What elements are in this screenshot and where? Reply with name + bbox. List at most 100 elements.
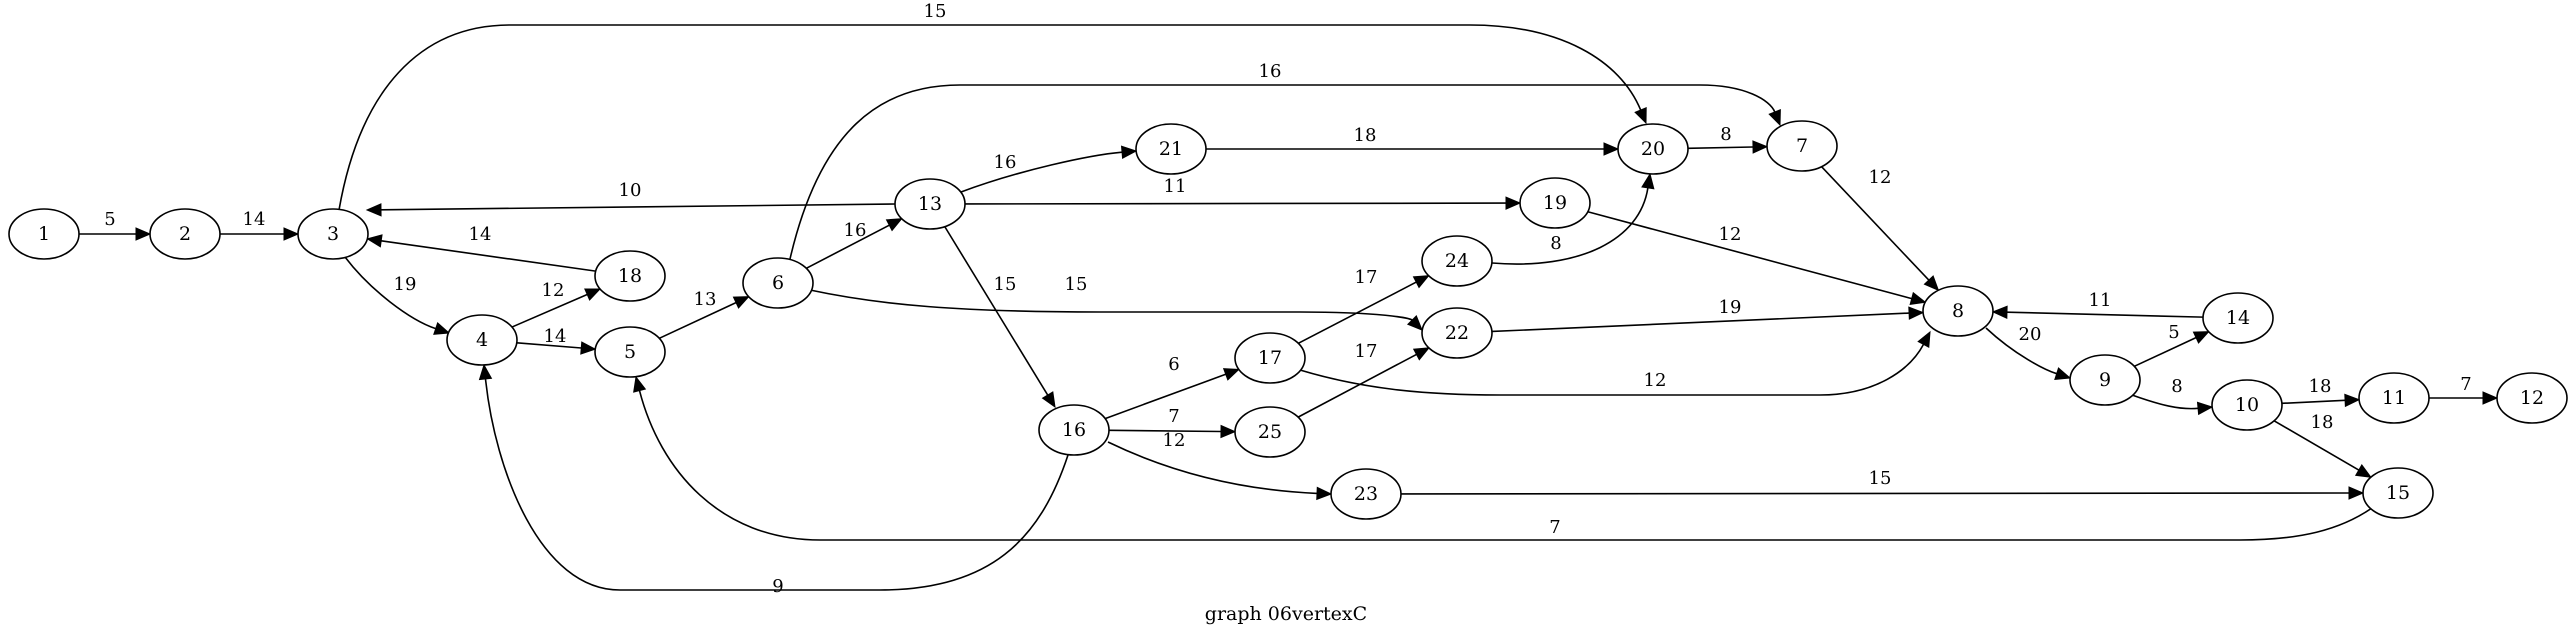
node-ellipse — [2496, 372, 2568, 424]
node-label: 6 — [772, 272, 784, 294]
edge-line — [1297, 353, 1417, 418]
arrowhead — [433, 322, 451, 335]
node-ellipse — [2358, 372, 2430, 424]
node-ellipse — [2069, 354, 2141, 406]
node-label: 1 — [38, 223, 50, 245]
node-11: 11 — [2358, 372, 2430, 424]
edge-6-22: 15 — [809, 274, 1423, 331]
arrowhead — [584, 288, 602, 301]
edge-weight-label: 14 — [243, 209, 266, 230]
node-4: 4 — [446, 314, 518, 366]
node-1: 1 — [8, 208, 80, 260]
edge-line — [380, 203, 897, 211]
node-label: 17 — [1258, 347, 1282, 369]
node-ellipse — [1234, 406, 1306, 458]
arrowhead — [2344, 393, 2361, 408]
edge-weight-label: 11 — [1164, 176, 1187, 197]
edge-line — [1297, 281, 1417, 345]
edge-weight-label: 12 — [1644, 370, 1667, 391]
arrowhead — [2354, 464, 2372, 478]
node-ellipse — [2202, 292, 2274, 344]
arrowhead — [283, 227, 300, 241]
edge-line — [516, 342, 582, 349]
edge-15-5: 7 — [633, 375, 2373, 541]
edge-16-17: 6 — [1104, 354, 1241, 420]
arrowhead — [1041, 391, 1056, 409]
node-ellipse — [1421, 235, 1493, 287]
node-label: 8 — [1952, 300, 1964, 322]
node-19: 19 — [1519, 177, 1591, 229]
edge-18-3: 14 — [366, 224, 596, 272]
graph-caption: graph 06vertexC — [1205, 603, 1367, 625]
edge-weight-label: 12 — [1869, 167, 1892, 188]
edge-weight-label: 6 — [1168, 354, 1179, 375]
edge-line — [1104, 373, 1226, 420]
edge-line — [1108, 429, 1222, 433]
edge-17-8: 12 — [1299, 330, 1931, 396]
edge-11-12: 7 — [2429, 374, 2499, 405]
node-6: 6 — [742, 257, 814, 309]
node-label: 9 — [2099, 369, 2111, 391]
edge-line — [1985, 327, 2057, 375]
node-16: 16 — [1038, 404, 1110, 456]
edge-weight-label: 5 — [104, 209, 115, 230]
arrowhead — [2192, 331, 2210, 344]
edge-7-8: 12 — [1821, 166, 1940, 292]
arrowhead — [1634, 107, 1647, 125]
edge-17-24: 17 — [1297, 267, 1430, 345]
node-label: 21 — [1159, 138, 1183, 160]
edge-weight-label: 16 — [844, 220, 867, 241]
edge-weight-label: 8 — [1720, 124, 1731, 145]
edge-13-21: 16 — [960, 145, 1138, 193]
edge-2-3: 14 — [220, 209, 300, 241]
node-3: 3 — [297, 208, 369, 260]
arrowhead — [478, 363, 493, 381]
arrowhead — [732, 296, 750, 309]
edge-weight-label: 15 — [1869, 468, 1892, 489]
node-label: 15 — [2386, 482, 2410, 504]
arrowhead — [1406, 314, 1423, 331]
node-ellipse — [149, 208, 221, 260]
edge-10-15: 18 — [2273, 412, 2372, 478]
arrowhead — [580, 341, 597, 355]
edge-24-20: 8 — [1491, 172, 1655, 265]
node-ellipse — [1922, 285, 1994, 337]
edge-weight-label: 16 — [1259, 61, 1282, 82]
edge-weight-label: 12 — [1163, 430, 1186, 451]
edge-weight-label: 9 — [772, 576, 783, 597]
edge-3-4: 19 — [344, 256, 451, 335]
node-label: 13 — [918, 193, 942, 215]
node-ellipse — [594, 326, 666, 378]
edge-weight-label: 11 — [2089, 290, 2112, 311]
arrowhead — [1316, 486, 1333, 501]
arrowhead — [366, 234, 383, 248]
edge-weight-label: 12 — [542, 280, 565, 301]
arrowhead — [2196, 401, 2214, 416]
edge-6-13: 16 — [805, 218, 903, 270]
node-2: 2 — [149, 208, 221, 260]
arrowhead — [1923, 275, 1940, 292]
edge-19-8: 12 — [1587, 211, 1927, 305]
node-label: 18 — [618, 265, 642, 287]
edge-line — [1491, 187, 1649, 265]
edge-line — [2273, 420, 2360, 471]
edge-line — [338, 24, 1642, 211]
node-label: 20 — [1641, 138, 1665, 160]
edge-weight-label: 20 — [2019, 324, 2042, 345]
arrowhead — [1222, 368, 1241, 381]
arrowhead — [1412, 347, 1431, 361]
edge-weight-label: 7 — [1168, 406, 1179, 427]
node-label: 14 — [2226, 307, 2250, 329]
node-ellipse — [1519, 177, 1591, 229]
node-12: 12 — [2496, 372, 2568, 424]
edge-weight-label: 19 — [394, 274, 417, 295]
edge-weight-label: 5 — [2168, 322, 2179, 343]
arrowhead — [1917, 330, 1931, 348]
edge-8-9: 20 — [1985, 324, 2072, 381]
edge-line — [964, 202, 1507, 205]
edge-line — [2131, 394, 2199, 410]
arrowhead — [1641, 172, 1655, 190]
arrowhead — [2482, 391, 2499, 405]
edge-22-8: 19 — [1491, 297, 1925, 333]
edge-6-7: 16 — [789, 61, 1781, 260]
